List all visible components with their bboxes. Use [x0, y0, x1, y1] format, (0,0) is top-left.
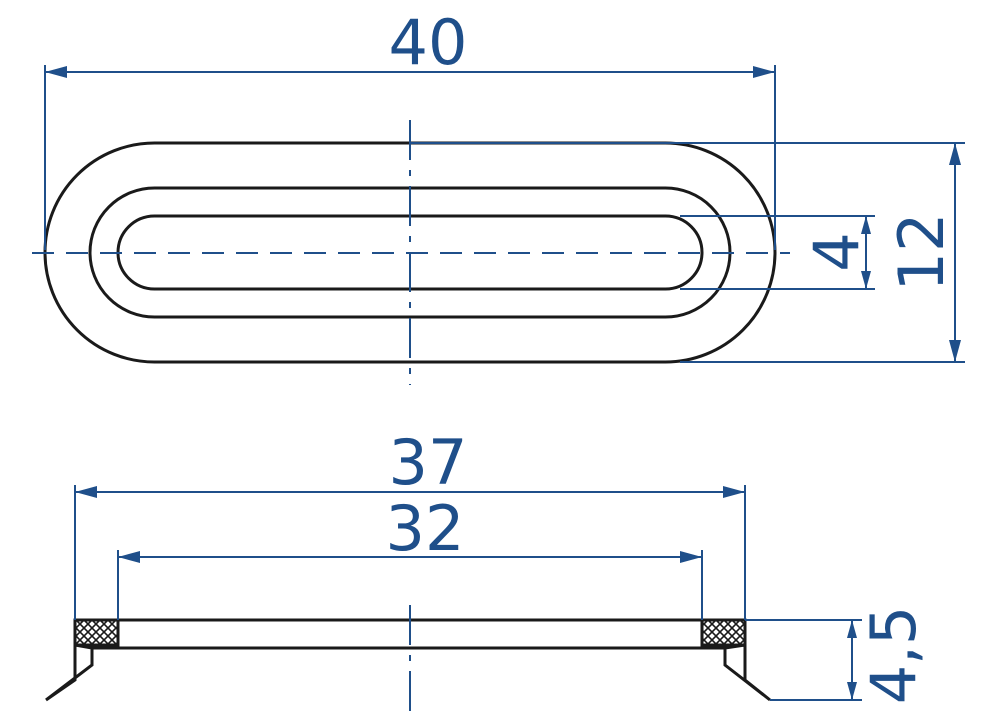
right-seal-hatched [700, 618, 747, 647]
right-seal-lip [723, 643, 771, 702]
dimension-4: 4 [680, 215, 875, 290]
left-seal-lip [45, 643, 94, 702]
dimension-12: 12 [410, 142, 965, 363]
side-view: 37 32 4,5 [45, 426, 930, 714]
dimension-4-5: 4,5 [745, 606, 930, 705]
dimension-label-outer: 37 [389, 426, 468, 499]
dimension-32: 32 [117, 492, 703, 620]
dimension-label-inner: 32 [386, 492, 465, 565]
top-view: 40 12 4 [32, 6, 965, 385]
dimension-label-length: 40 [389, 6, 468, 79]
left-seal-hatched [73, 618, 120, 647]
dimension-label-height: 12 [885, 213, 958, 292]
dimension-label-slot: 4 [800, 232, 873, 271]
dimension-40: 40 [44, 6, 776, 250]
dimension-37: 37 [74, 426, 746, 620]
dimension-label-thickness: 4,5 [857, 606, 930, 705]
